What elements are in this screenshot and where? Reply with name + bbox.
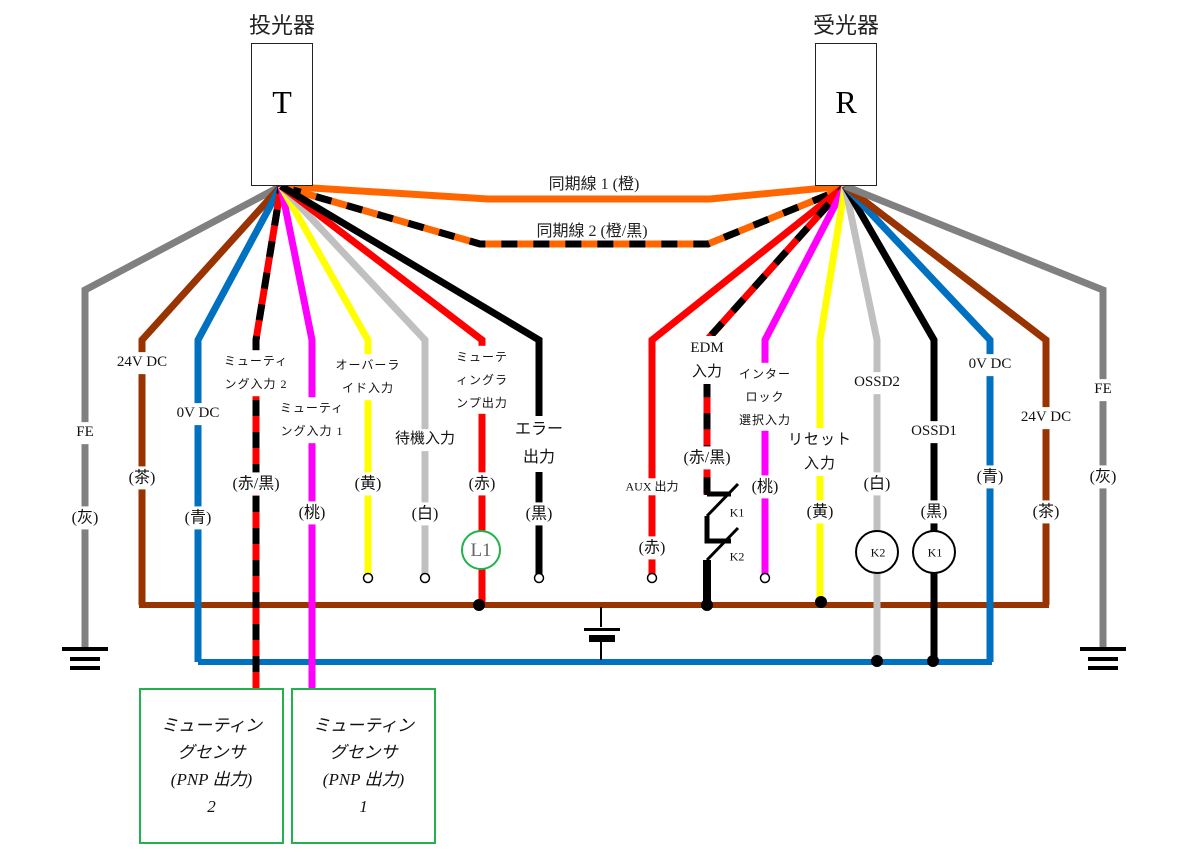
junction-dot-0 bbox=[473, 599, 485, 611]
wire-aux bbox=[648, 183, 848, 574]
wire-0v-r bbox=[842, 183, 994, 662]
muting-sensor-2: ミューティン グセンサ (PNP 出力) 2 bbox=[139, 688, 284, 844]
wire-override bbox=[277, 184, 372, 574]
relay-coil-k1-icon bbox=[912, 530, 956, 574]
junction-dot-4 bbox=[927, 655, 939, 667]
ground-icon-left bbox=[62, 647, 108, 651]
contact-k1-icon bbox=[705, 482, 740, 518]
ground-icon-left-bar2 bbox=[70, 657, 100, 661]
transmitter-title: 投光器 bbox=[248, 14, 316, 39]
wire-muting-lamp bbox=[278, 183, 486, 605]
relay-k1-label: K1 bbox=[927, 545, 943, 560]
wire-color-aux: (赤) bbox=[638, 536, 666, 560]
lamp-l1-icon bbox=[461, 530, 501, 570]
wire-fe-r bbox=[843, 182, 1107, 648]
wire-color-reset: (黄) bbox=[806, 500, 834, 524]
battery-icon bbox=[584, 628, 620, 631]
transmitter-letter: T bbox=[272, 84, 292, 120]
sync-line-1-label: 同期線 1 (橙) bbox=[548, 176, 640, 193]
wire-color-muting1: (桃) bbox=[298, 501, 326, 525]
wire-color-standby: (白) bbox=[411, 502, 439, 526]
contact-k1-bar bbox=[704, 491, 731, 497]
transmitter-box: T bbox=[251, 43, 313, 186]
wire-label-edm: EDM 入力 bbox=[690, 336, 724, 384]
terminal-standby bbox=[419, 572, 431, 584]
wire-label-reset: リセット 入力 bbox=[787, 428, 853, 476]
wire-label-0v-r: 0V DC bbox=[968, 354, 1012, 376]
junction-dot-3 bbox=[871, 655, 883, 667]
wire-color-0v-t: (青) bbox=[184, 506, 212, 530]
wire-color-0v-r: (青) bbox=[976, 465, 1004, 489]
wire-color-24v-r: (茶) bbox=[1032, 500, 1060, 524]
terminal-override bbox=[362, 572, 374, 584]
wire-color-ossd1: (黒) bbox=[920, 500, 948, 524]
wire-color-override: (黄) bbox=[354, 472, 382, 496]
wire-label-0v-t: 0V DC bbox=[176, 403, 220, 425]
relay-coil-k2-icon bbox=[855, 530, 899, 574]
wire-label-fe-t: FE bbox=[76, 422, 94, 444]
contact-k1-label: K1 bbox=[729, 505, 745, 520]
wire-color-interlock: (桃) bbox=[751, 475, 779, 499]
ground-icon-right-bar2 bbox=[1088, 657, 1118, 661]
relay-k2-label: K2 bbox=[870, 545, 886, 560]
wire-color-fe-t: (灰) bbox=[71, 506, 99, 530]
terminal-error bbox=[533, 572, 545, 584]
wire-label-ossd1: OSSD1 bbox=[911, 421, 957, 443]
wire-ossd2 bbox=[841, 185, 881, 662]
wire-color-error: (黒) bbox=[525, 502, 553, 526]
sync-line-2-label: 同期線 2 (橙/黒) bbox=[536, 223, 648, 240]
wire-standby bbox=[278, 183, 429, 574]
ground-icon-right bbox=[1080, 647, 1126, 651]
wire-0v-t bbox=[194, 184, 285, 662]
wire-muting2-stripe bbox=[252, 185, 285, 688]
wire-color-muting-lamp: (赤) bbox=[468, 472, 496, 496]
wire-label-error: エラー 出力 bbox=[514, 416, 564, 472]
contact-k2-icon bbox=[705, 526, 740, 562]
wire-label-standby: 待機入力 bbox=[394, 429, 456, 451]
receiver-title: 受光器 bbox=[812, 14, 880, 39]
wire-muting2 bbox=[252, 185, 285, 688]
contact-k2-bar bbox=[704, 516, 731, 544]
wire-label-24v-t: 24V DC bbox=[116, 352, 168, 374]
wire-error bbox=[279, 182, 543, 574]
wire-label-override: オーバーラ イド入力 bbox=[335, 354, 401, 400]
battery-cell bbox=[589, 635, 615, 642]
wire-color-24v-t: (茶) bbox=[128, 466, 156, 490]
sync-line-2-stripe bbox=[292, 186, 837, 248]
wire-label-muting-lamp: ミューテ ィングラ ンプ出力 bbox=[455, 345, 509, 415]
wire-muting1 bbox=[277, 185, 316, 688]
lamp-l1-label: L1 bbox=[470, 540, 492, 561]
terminal-aux bbox=[646, 572, 658, 584]
sync-line-1 bbox=[280, 182, 846, 203]
ground-icon-left-bar3 bbox=[70, 666, 100, 670]
wire-label-interlock: インター ロック 選択入力 bbox=[738, 362, 792, 432]
ground-icon-right-bar3 bbox=[1088, 666, 1118, 670]
receiver-box: R bbox=[815, 43, 877, 186]
wire-label-24v-r: 24V DC bbox=[1020, 407, 1072, 429]
wire-reset bbox=[816, 185, 849, 605]
contact-k2-label: K2 bbox=[729, 549, 745, 564]
wire-label-muting2: ミューティ ング入力 2 bbox=[223, 350, 289, 396]
wire-edm-stripe bbox=[703, 183, 848, 495]
wire-color-muting2: (赤/黒) bbox=[232, 472, 280, 496]
wire-label-fe-r: FE bbox=[1094, 379, 1112, 401]
wire-label-aux: AUX 出力 bbox=[625, 478, 679, 496]
wire-24v-t bbox=[138, 183, 284, 605]
muting-sensor-1: ミューティン グセンサ (PNP 出力) 1 bbox=[291, 688, 436, 844]
wire-label-muting1: ミューティ ング入力 1 bbox=[279, 397, 345, 443]
wire-label-ossd2: OSSD2 bbox=[854, 372, 900, 394]
junction-dot-2 bbox=[815, 596, 827, 608]
wire-color-ossd2: (白) bbox=[863, 472, 891, 496]
terminal-interlock bbox=[759, 572, 771, 584]
wire-color-edm: (赤/黒) bbox=[683, 446, 731, 470]
receiver-letter: R bbox=[835, 84, 857, 120]
wire-color-fe-r: (灰) bbox=[1089, 465, 1117, 489]
